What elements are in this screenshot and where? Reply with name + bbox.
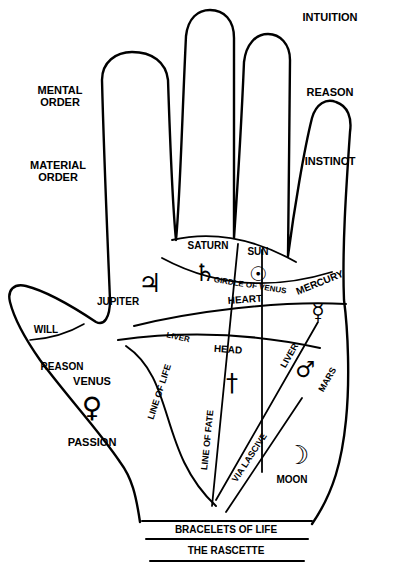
planet-symbol: ♀ [82,393,103,422]
mount-label: PASSION [68,437,117,449]
finger-label: REASON [306,87,353,99]
region-label: MENTAL ORDER [29,85,91,108]
mystic-cross: † [226,371,238,396]
bracelet-label: THE RASCETTE [188,546,265,557]
thumb-crease [30,324,84,340]
line-label: HEART [227,294,262,307]
finger-base-line [172,236,296,262]
mount-label: SUN [247,247,268,258]
finger-label: INSTINCT [305,156,356,168]
line-label: HEAD [213,344,242,356]
planet-symbol: ☽ [286,442,309,469]
thumb-label: REASON [41,362,84,373]
mount-label: MERCURY [295,269,345,298]
bracelet-label: BRACELETS OF LIFE [175,525,277,536]
girdle-of-venus-line [162,258,332,283]
bracelet-line [146,538,308,540]
mount-label: VENUS [73,376,111,388]
planet-symbol: ☿ [311,300,325,323]
line-label: LINE OF FATE [200,410,216,471]
finger-label: INTUITION [303,12,358,24]
hand-outline [9,10,350,524]
region-label: MATERIAL ORDER [23,160,93,183]
planet-symbol: ♂ [295,358,315,381]
mount-label: MARS [317,366,338,394]
wrist-line [142,520,312,522]
rascette-line [150,560,304,562]
planet-symbol: ♄ [194,261,216,286]
line-label: LIVER [166,331,191,344]
mount-label: JUPITER [97,297,139,308]
planet-symbol: ♃ [138,270,161,297]
thumb-label: WILL [34,325,58,336]
life-line [126,346,216,506]
mount-label: SATURN [188,241,229,252]
mount-label: MOON [276,475,307,486]
